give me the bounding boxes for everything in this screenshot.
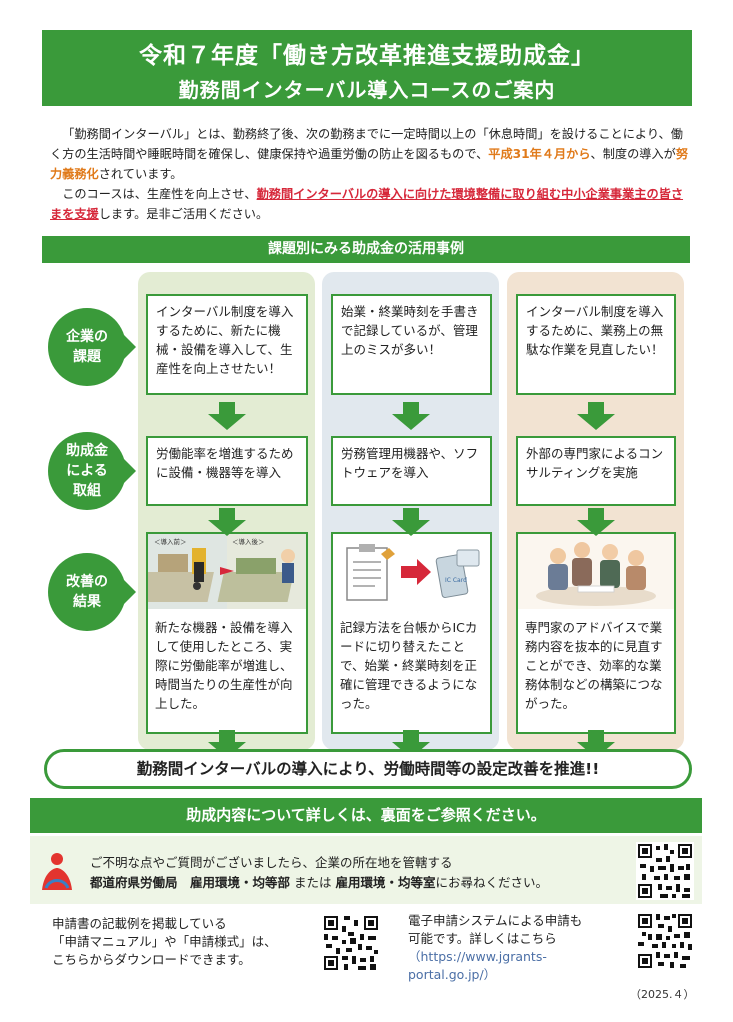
issue-date: （2025.４） <box>630 988 695 1001</box>
intro-paragraph-2: このコースは、生産性を向上させ、勤務間インターバルの導入に向けた環境整備に取り組… <box>50 187 684 221</box>
consulting-illustration <box>518 534 674 609</box>
intro-text: 「勤務間インターバル」とは、勤務終了後、次の勤務までに一定時間以上の「休息時間」… <box>50 124 690 224</box>
row-pointer-2 <box>124 459 136 483</box>
down-arrow-icon <box>577 730 615 758</box>
row-label-issue: 企業の 課題 <box>48 308 126 386</box>
jgrants-link[interactable]: （https://www.jgrants- <box>408 949 547 964</box>
down-arrow-icon <box>392 508 430 536</box>
conclusion-banner: 勤務間インターバルの導入により、労働時間等の設定改善を推進!! <box>44 749 692 789</box>
contact-section: ご不明な点やご質問がございましたら、企業の所在地を管轄する 都道府県労働局 雇用… <box>30 836 702 904</box>
svg-text:IC Card: IC Card <box>445 577 467 584</box>
case3-issue: インターバル制度を導入するために、業務上の無駄な作業を見直したい！ <box>516 294 676 395</box>
see-back-banner: 助成内容について詳しくは、裏面をご参照ください。 <box>30 798 702 833</box>
case3-result: 専門家のアドバイスで業務内容を抜本的に見直すことができ、効率的な業務体制などの構… <box>516 532 676 734</box>
page-header: 令和７年度「働き方改革推進支援助成金」 勤務間インターバル導入コースのご案内 <box>42 30 692 106</box>
down-arrow-icon <box>208 508 246 536</box>
e-application-text: 電子申請システムによる申請も 可能です。詳しくはこちら （https://www… <box>408 912 608 984</box>
case1-result: ＜導入前＞ ＜導入後＞ 新たな機器・設備を導入して使用したところ、実際に労働能率… <box>137 532 308 734</box>
row-pointer-1 <box>124 335 136 359</box>
qr-code-jgrants[interactable] <box>636 912 694 970</box>
jgrants-link-cont[interactable]: portal.go.jp/） <box>408 967 497 982</box>
intro-paragraph-1: 「勤務間インターバル」とは、勤務終了後、次の勤務までに一定時間以上の「休息時間」… <box>50 127 689 181</box>
down-arrow-icon <box>208 730 246 758</box>
forklift-illustration: ＜導入前＞ ＜導入後＞ <box>137 534 306 609</box>
manual-download-text: 申請書の記載例を掲載している 「申請マニュアル」や「申請様式」は、 こちらからダ… <box>52 916 277 967</box>
section-title: 課題別にみる助成金の活用事例 <box>42 236 690 263</box>
case2-result: IC Card 記録方法を台帳からICカードに切り替えたことで、始業・終業時刻を… <box>331 532 492 734</box>
down-arrow-icon <box>392 730 430 758</box>
svg-text:＜導入後＞: ＜導入後＞ <box>232 537 265 546</box>
case1-action: 労働能率を増進するために設備・機器等を導入 <box>146 436 308 506</box>
case2-issue: 始業・終業時刻を手書きで記録しているが、管理上のミスが多い！ <box>331 294 492 395</box>
case1-issue: インターバル制度を導入するために、新たに機械・設備を導入して、生産性を向上させた… <box>146 294 308 395</box>
ministry-logo-icon <box>42 853 72 890</box>
down-arrow-icon <box>392 402 430 430</box>
page-subtitle: 勤務間インターバル導入コースのご案内 <box>178 78 556 102</box>
down-arrow-icon <box>577 508 615 536</box>
case3-action: 外部の専門家によるコンサルティングを実施 <box>516 436 676 506</box>
case2-action: 労務管理用機器や、ソフトウェアを導入 <box>331 436 492 506</box>
row-pointer-3 <box>124 580 136 604</box>
row-label-result: 改善の 結果 <box>48 553 126 631</box>
contact-line-2: 都道府県労働局 雇用環境・均等部 または 雇用環境・均等室にお尋ねください。 <box>90 875 548 890</box>
down-arrow-icon <box>208 402 246 430</box>
svg-text:＜導入前＞: ＜導入前＞ <box>154 537 187 546</box>
down-arrow-icon <box>577 402 615 430</box>
ic-card-illustration: IC Card <box>333 534 490 609</box>
qr-code-contact[interactable] <box>636 842 694 900</box>
qr-code-manual[interactable] <box>322 914 380 972</box>
row-label-action: 助成金 による 取組 <box>48 432 126 510</box>
page-title: 令和７年度「働き方改革推進支援助成金」 <box>139 43 595 69</box>
contact-line-1: ご不明な点やご質問がございましたら、企業の所在地を管轄する <box>90 855 453 870</box>
